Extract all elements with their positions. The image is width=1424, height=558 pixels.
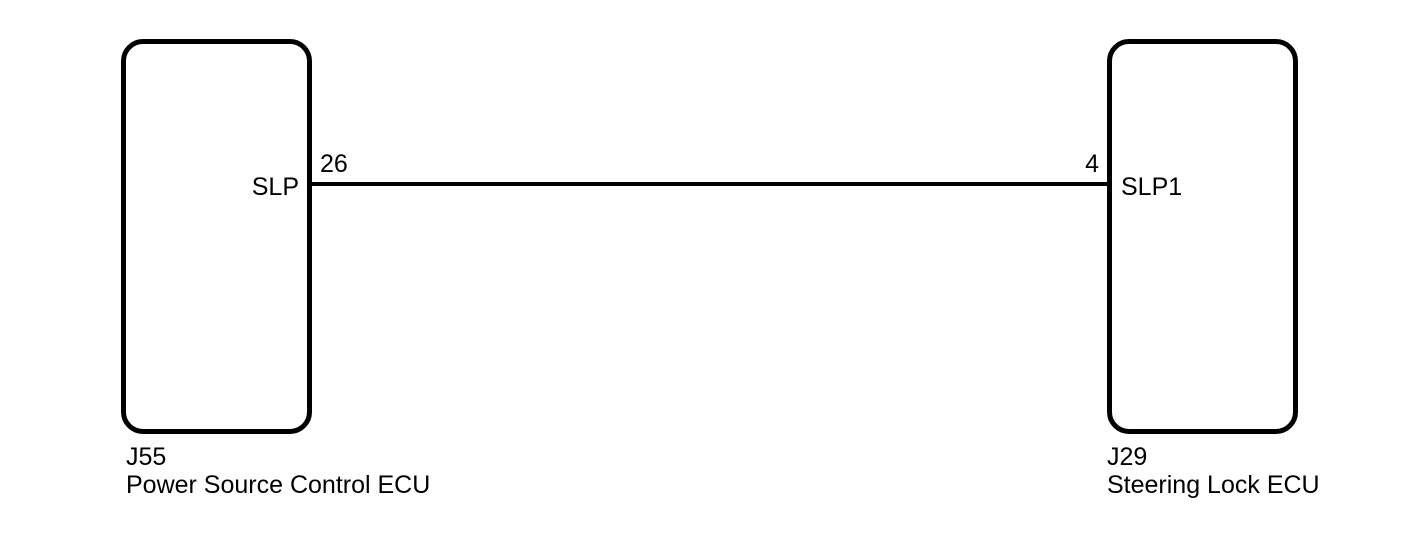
pin-name-slp1: SLP1: [1121, 173, 1183, 201]
pin-name-slp: SLP: [251, 173, 299, 201]
power-source-control-ecu-label: J55 Power Source Control ECU: [126, 443, 430, 499]
connector-code-j29: J29: [1107, 443, 1148, 471]
component-name-power-source-control-ecu: Power Source Control ECU: [126, 471, 431, 499]
component-name-steering-lock-ecu: Steering Lock ECU: [1107, 471, 1320, 499]
connector-code-j55: J55: [126, 443, 167, 471]
steering-lock-ecu-box: [1107, 39, 1298, 434]
power-source-control-ecu-box: [121, 39, 312, 434]
steering-lock-ecu-label: J29 Steering Lock ECU: [1107, 443, 1320, 499]
pin-number-4: 4: [1085, 150, 1099, 178]
slp-signal-wire: [310, 182, 1109, 186]
pin-number-26: 26: [320, 150, 348, 178]
